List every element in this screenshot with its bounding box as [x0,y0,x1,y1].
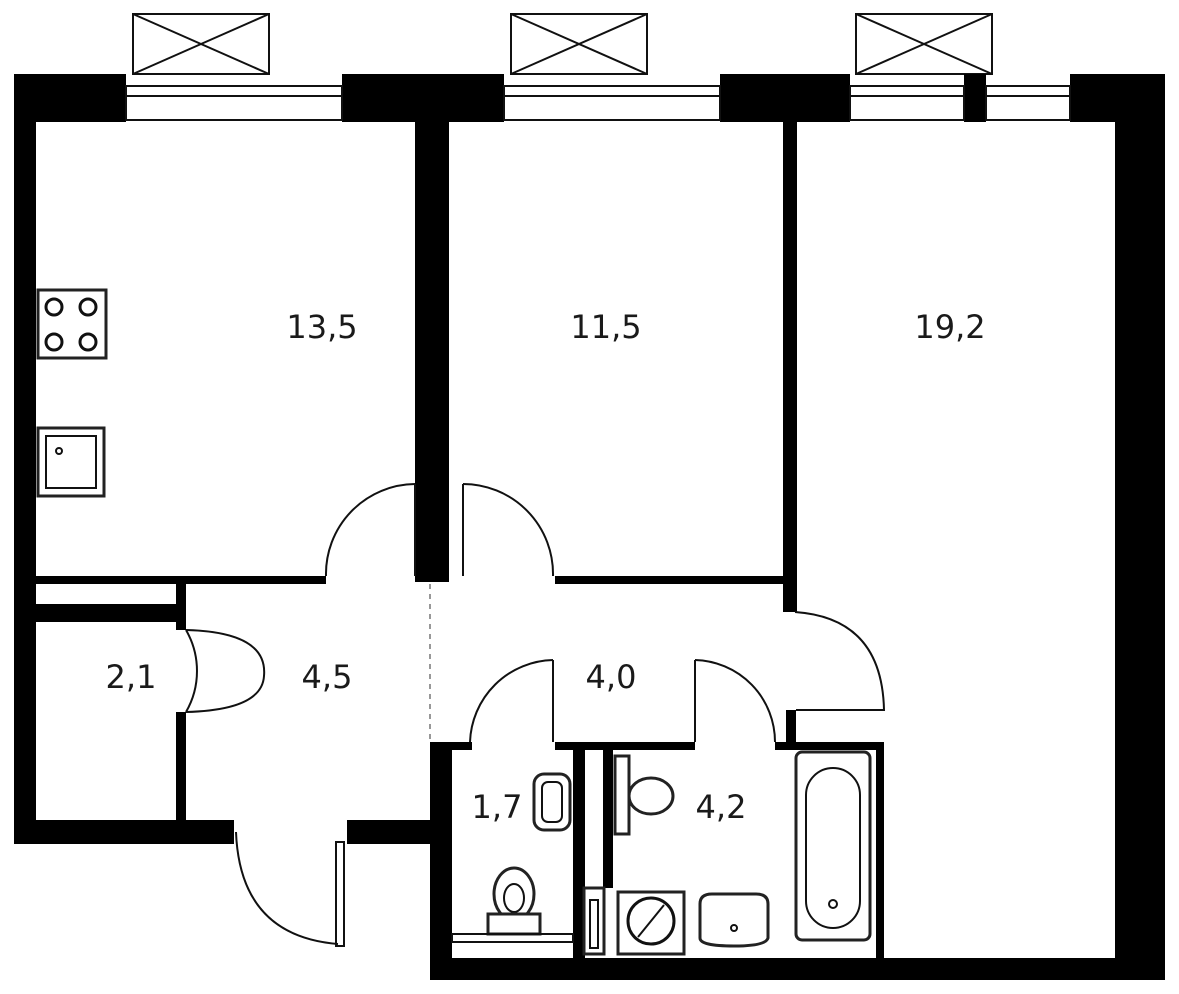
area-bathroom: 4,2 [696,788,747,826]
walls [14,74,1165,980]
bathtub-icon [794,750,872,942]
windows [125,85,1071,121]
toilet-icon [486,866,542,936]
doors[interactable] [185,483,886,947]
washing-machine-icon [616,890,686,956]
stove-icon [36,288,108,360]
washbasin-icon [698,892,770,948]
shelf [451,933,574,943]
balcony-living-room [855,13,993,75]
radiator-icon [582,886,606,956]
area-corridor: 4,0 [586,658,637,696]
washbasin-icon [532,772,572,832]
balcony-bedroom [510,13,648,75]
area-living-room: 19,2 [914,308,985,346]
balcony-kitchen [132,13,270,75]
area-kitchen: 13,5 [286,308,357,346]
area-bedroom: 11,5 [570,308,641,346]
area-wc: 1,7 [472,788,523,826]
sink-icon [36,426,106,498]
toilet-icon [613,754,675,836]
area-entry-hall: 4,5 [302,658,353,696]
area-storage: 2,1 [106,658,157,696]
